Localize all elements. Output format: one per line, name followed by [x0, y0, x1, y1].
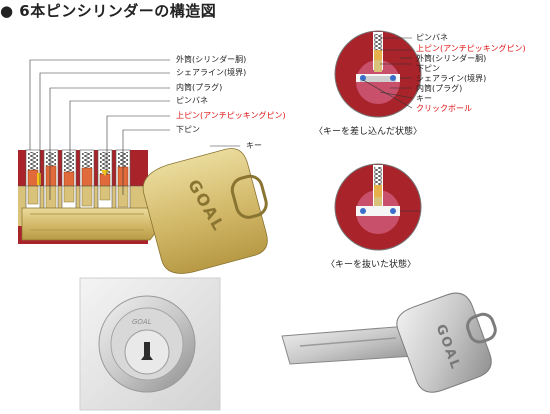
caption-key-removed: 〈キーを抜いた状態〉 — [326, 260, 417, 270]
key-bow — [142, 148, 268, 274]
cylinder-brand-engraving: GOAL — [132, 318, 152, 326]
page-title: ● 6本ピンシリンダーの構造図 — [0, 2, 217, 20]
label-r-top-pin: 上ピン(アンチピッキングピン) — [416, 44, 526, 53]
label-r-outer-cylinder: 外筒(シリンダー胴) — [416, 54, 487, 63]
label-outer-cylinder: 外筒(シリンダー胴) — [176, 55, 247, 64]
label-r-key: キー — [416, 94, 432, 103]
label-r-click-ball: クリックボール — [416, 104, 472, 113]
cylinder-photo — [79, 277, 221, 411]
key-photo — [281, 292, 497, 393]
label-r-plug: 内筒(プラグ) — [416, 84, 463, 93]
label-r-pin-spring: ピンバネ — [416, 33, 448, 42]
cross-section-key-removed — [334, 163, 422, 251]
label-shear-line: シェアライン(境界) — [176, 68, 247, 77]
caption-key-inserted: 〈キーを差し込んだ状態〉 — [314, 127, 423, 137]
label-plug: 内筒(プラグ) — [176, 83, 223, 92]
label-top-pin: 上ピン(アンチピッキングピン) — [176, 111, 286, 120]
label-r-shear-line: シェアライン(境界) — [416, 74, 487, 83]
key-in-section — [21, 207, 157, 241]
label-pin-spring: ピンバネ — [176, 96, 208, 105]
label-bottom-pin: 下ピン — [176, 125, 200, 134]
leader-lines-left — [29, 59, 240, 200]
label-r-bottom-pin: 下ピン — [416, 64, 440, 73]
label-key: キー — [246, 141, 262, 150]
leader-lines-right-top — [362, 37, 413, 109]
cross-section-key-inserted — [334, 30, 422, 118]
